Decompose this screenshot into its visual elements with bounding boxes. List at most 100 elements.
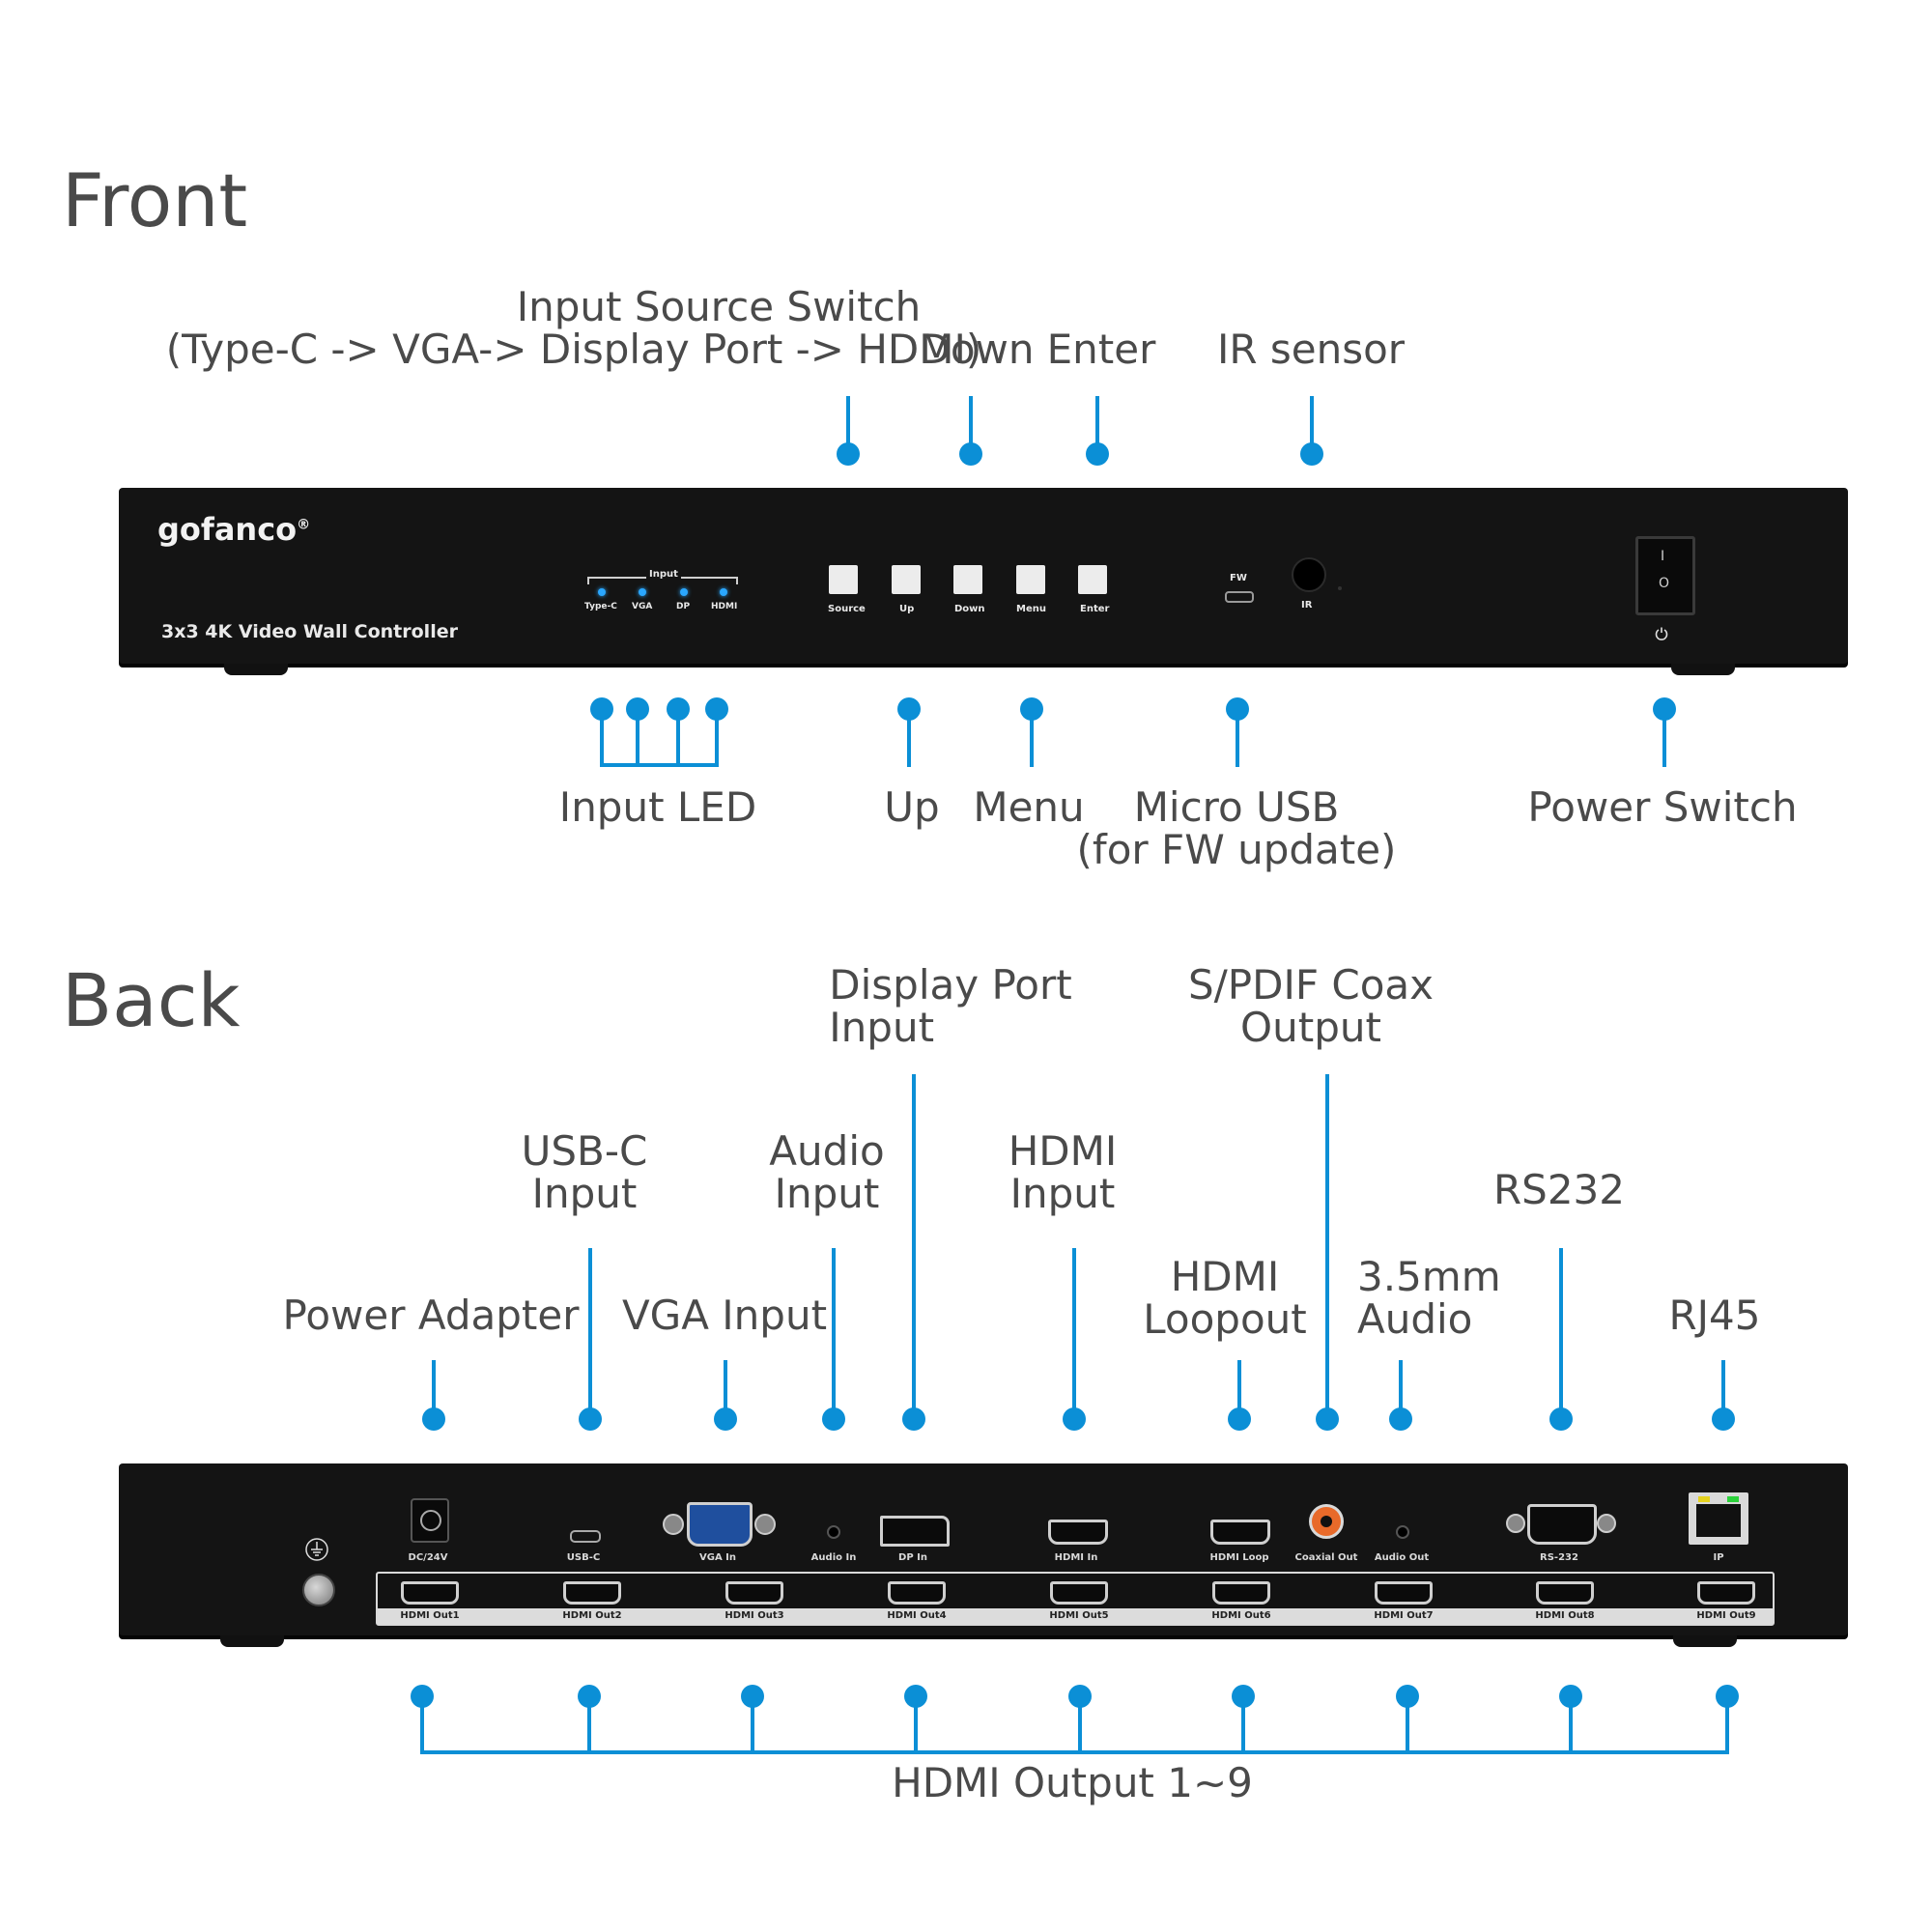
vga-port[interactable] <box>687 1502 753 1547</box>
brand-logo: gofanco® <box>157 511 310 548</box>
back-foot-left <box>220 1635 284 1647</box>
rs232-port[interactable] <box>1527 1504 1597 1545</box>
hdmi-out1-port[interactable] <box>401 1581 459 1605</box>
callout-source-line2: (Type-C -> VGA-> Display Port -> HDMI) <box>165 326 982 373</box>
hdmi-in-port[interactable] <box>1048 1520 1108 1545</box>
callout-audio-input: Audio Input <box>769 1130 884 1215</box>
enter-button[interactable] <box>1078 565 1107 594</box>
led-label-hdmi: HDMI <box>711 602 738 611</box>
fw-label: FW <box>1230 573 1247 583</box>
callout-input-source-switch: Input Source Switch (Type-C -> VGA-> Dis… <box>166 286 982 371</box>
rs232-screw-right-icon <box>1597 1514 1616 1533</box>
rj45-socket-icon <box>1696 1504 1741 1537</box>
coaxial-out-label: Coaxial Out <box>1294 1552 1358 1563</box>
callout-vga-input: VGA Input <box>621 1292 828 1339</box>
audio-in-label: Audio In <box>810 1552 857 1563</box>
callout-rj45: RJ45 <box>1668 1292 1761 1339</box>
ir-indicator-dot <box>1338 586 1342 590</box>
enter-button-label: Enter <box>1080 604 1110 614</box>
hdmi-out2-label: HDMI Out2 <box>562 1610 622 1621</box>
callout-hdmi-in-line1: HDMI <box>1008 1127 1118 1175</box>
rs232-label: RS-232 <box>1540 1552 1578 1563</box>
usb-c-port[interactable] <box>570 1530 601 1543</box>
vga-screw-left-icon <box>663 1514 684 1535</box>
menu-button[interactable] <box>1016 565 1045 594</box>
callout-hdmi-loop-line2: Loopout <box>1143 1295 1307 1343</box>
led-label-vga: VGA <box>632 602 653 611</box>
hdmi-out7-port[interactable] <box>1375 1581 1433 1605</box>
dc-port-label: DC/24V <box>408 1552 448 1563</box>
callout-micro-usb-line1: Micro USB <box>1133 783 1340 831</box>
up-button-label: Up <box>899 604 915 614</box>
hdmi-out8-port[interactable] <box>1536 1581 1594 1605</box>
hdmi-out5-port[interactable] <box>1050 1581 1108 1605</box>
led-hdmi-icon <box>720 588 727 596</box>
front-section-title: Front <box>62 157 248 243</box>
coaxial-center-icon <box>1321 1516 1332 1527</box>
dc-jack-hole-icon <box>420 1510 441 1531</box>
callout-usbc-line2: Input <box>531 1170 638 1217</box>
callout-rs232: RS232 <box>1492 1166 1626 1213</box>
down-button-label: Down <box>954 604 985 614</box>
hdmi-out8-label: HDMI Out8 <box>1535 1610 1595 1621</box>
back-foot-right <box>1673 1635 1737 1647</box>
led-label-dp: DP <box>676 602 691 611</box>
callout-spdif-line1: S/PDIF Coax <box>1188 961 1434 1009</box>
rs232-screw-left-icon <box>1506 1514 1525 1533</box>
hdmi-loop-port[interactable] <box>1210 1520 1270 1545</box>
vga-port-label: VGA In <box>698 1552 737 1563</box>
ground-symbol-icon <box>304 1537 329 1567</box>
callout-display-port-input: Display Port Input <box>829 964 1071 1049</box>
callout-micro-usb-line2: (for FW update) <box>1076 826 1397 873</box>
hdmi-out6-label: HDMI Out6 <box>1211 1610 1271 1621</box>
vga-screw-right-icon <box>754 1514 776 1535</box>
hdmi-out3-port[interactable] <box>725 1581 783 1605</box>
callout-hdmi-loop-line1: HDMI <box>1170 1253 1280 1300</box>
ir-sensor-icon <box>1292 557 1326 592</box>
dp-in-label: DP In <box>898 1552 927 1563</box>
power-rocker-switch[interactable]: I O <box>1635 536 1695 615</box>
callout-source-line1: Input Source Switch <box>516 283 922 330</box>
coaxial-out-jack[interactable] <box>1309 1504 1344 1539</box>
menu-button-label: Menu <box>1016 604 1046 614</box>
callout-down: Down <box>919 326 1035 373</box>
callout-up: Up <box>884 783 940 831</box>
callout-audio-out-line1: 3.5mm <box>1357 1253 1501 1300</box>
callout-audio-in-line2: Input <box>774 1170 880 1217</box>
up-button[interactable] <box>892 565 921 594</box>
rj45-port[interactable] <box>1689 1492 1748 1545</box>
callout-hdmi-input: HDMI Input <box>1009 1130 1118 1215</box>
displayport-port[interactable] <box>880 1516 950 1547</box>
hdmi-out3-label: HDMI Out3 <box>724 1610 784 1621</box>
callout-spdif-line2: Output <box>1240 1004 1381 1051</box>
micro-usb-port-icon[interactable] <box>1225 591 1254 603</box>
hdmi-out6-port[interactable] <box>1212 1581 1270 1605</box>
dc-power-jack[interactable] <box>411 1498 449 1543</box>
back-section-title: Back <box>62 957 241 1043</box>
source-button-label: Source <box>828 604 866 614</box>
callout-input-led: Input LED <box>558 783 757 831</box>
hdmi-out9-label: HDMI Out9 <box>1696 1610 1756 1621</box>
callout-power-adapter: Power Adapter <box>282 1292 580 1339</box>
callout-audio-out-line2: Audio <box>1357 1295 1473 1343</box>
callout-spdif: S/PDIF Coax Output <box>1188 964 1434 1049</box>
callout-hdmi-loopout: HDMI Loopout <box>1143 1256 1307 1341</box>
audio-out-jack[interactable] <box>1396 1525 1409 1539</box>
ip-label: IP <box>1713 1552 1724 1563</box>
callout-hdmi-outputs: HDMI Output 1~9 <box>892 1759 1253 1806</box>
hdmi-out2-port[interactable] <box>563 1581 621 1605</box>
back-panel: DC/24V USB-C VGA In Audio In DP In HDMI … <box>119 1463 1848 1635</box>
down-button[interactable] <box>953 565 982 594</box>
callout-usbc-input: USB-C Input <box>522 1130 648 1215</box>
hdmi-out4-label: HDMI Out4 <box>887 1610 947 1621</box>
source-button[interactable] <box>829 565 858 594</box>
front-foot-left <box>224 664 288 675</box>
usb-c-port-label: USB-C <box>566 1552 601 1563</box>
hdmi-out4-port[interactable] <box>888 1581 946 1605</box>
callout-power-switch: Power Switch <box>1527 783 1798 831</box>
hdmi-output-strip: HDMI Out1 HDMI Out2 HDMI Out3 HDMI Out4 … <box>376 1572 1775 1626</box>
callout-ir-sensor: IR sensor <box>1216 326 1406 373</box>
audio-in-jack[interactable] <box>827 1525 840 1539</box>
hdmi-out9-port[interactable] <box>1697 1581 1755 1605</box>
